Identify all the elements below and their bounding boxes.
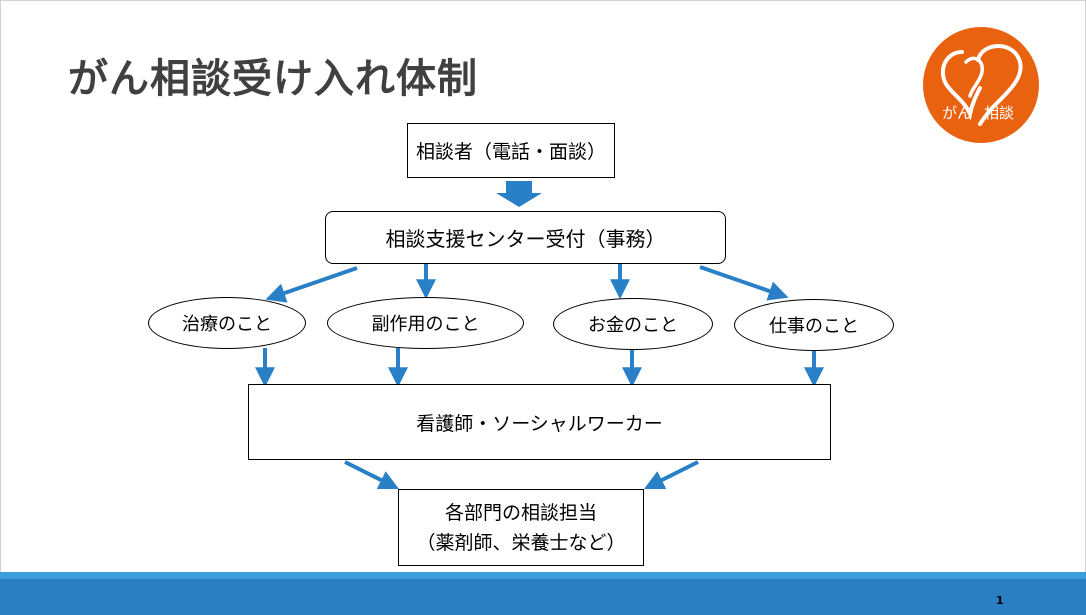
topic-treatment: 治療のこと — [148, 297, 306, 349]
arrow-to-treatment — [265, 266, 358, 303]
block-arrow-down — [496, 181, 542, 207]
node-departments: 各部門の相談担当 （薬剤師、栄養士など） — [398, 489, 644, 566]
departments-line1: 各部門の相談担当 — [444, 501, 597, 524]
node-consultant: 相談者（電話・面談） — [407, 123, 615, 178]
node-reception: 相談支援センター受付（事務） — [325, 211, 726, 264]
arrow-staff-to-dept-left — [344, 460, 400, 490]
arrow-staff-to-dept-right — [643, 460, 699, 490]
logo-text-right: 相談 — [984, 104, 1014, 122]
topic-side-effects: 副作用のこと — [327, 297, 524, 349]
footer-bar — [0, 579, 1086, 615]
topic-money: お金のこと — [553, 298, 713, 350]
arrow-to-work — [699, 265, 789, 301]
gan-soudan-logo: がん 相談 — [922, 26, 1040, 144]
slide-title: がん相談受け入れ体制 — [68, 56, 478, 102]
logo-heart-icon: がん 相談 — [923, 27, 1039, 143]
logo-text-left: がん — [942, 104, 972, 122]
footer-stripe-light — [0, 572, 1086, 579]
departments-line2: （薬剤師、栄養士など） — [416, 531, 626, 554]
node-staff: 看護師・ソーシャルワーカー — [248, 384, 831, 460]
page-number: 1 — [996, 594, 1004, 607]
topic-work: 仕事のこと — [734, 299, 894, 351]
